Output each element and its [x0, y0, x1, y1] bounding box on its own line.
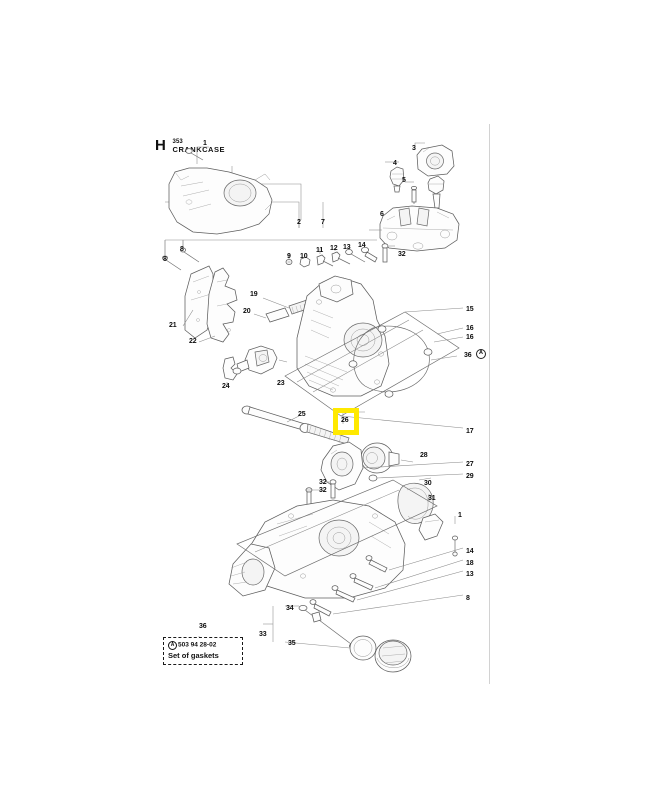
part-4-oil-pump-drive [389, 166, 405, 193]
callout-33: 33 [259, 631, 267, 638]
callout-17: 17 [466, 428, 474, 435]
callout-36-b: 36 [199, 623, 207, 630]
callout-1: 1 [203, 140, 207, 147]
callout-2: 2 [297, 219, 301, 226]
hardware-lower-right [309, 547, 464, 617]
part-2-upper-crankcase [296, 275, 390, 397]
diagram-header: H 353 CRANKCASE [155, 138, 225, 154]
callout-22: 22 [189, 338, 197, 345]
part-1-screw-lower [452, 516, 458, 557]
callout-36-a: 36 [464, 352, 472, 359]
callout-20: 20 [243, 308, 251, 315]
leader-lines-oilpump [369, 142, 425, 231]
callout-13: 13 [343, 244, 351, 251]
callout-12: 12 [330, 245, 338, 252]
callout-26: 26 [341, 417, 349, 424]
section-title: CRANKCASE [172, 144, 225, 154]
callout-11: 11 [316, 247, 324, 254]
part-35-o-ring [284, 635, 377, 661]
callout-15: 15 [466, 306, 474, 313]
callout-8-a: 8 [180, 246, 184, 253]
callout-9: 9 [287, 253, 291, 260]
part-3-oil-pump-cover [416, 144, 455, 177]
callout-19: 19 [250, 291, 258, 298]
callout-3: 3 [412, 145, 416, 152]
callout-5: 5 [402, 177, 406, 184]
callout-28: 28 [420, 452, 428, 459]
part-27-clutch-drum [320, 441, 464, 491]
callout-6: 6 [380, 211, 384, 218]
callout-16-a: 16 [466, 325, 474, 332]
callout-8-c: 8 [466, 595, 470, 602]
callout-8-b: 8 [163, 256, 167, 263]
callout-10: 10 [300, 253, 308, 260]
gasket-marker-a-legend: A [168, 641, 177, 650]
model-number: 353 [172, 139, 183, 145]
callout-7: 7 [321, 219, 325, 226]
part-20-plate [253, 307, 290, 323]
callout-32-c: 32 [319, 487, 327, 494]
hardware-row-upper [285, 243, 395, 268]
part-35b-fuel-cap [374, 639, 412, 673]
part-23-oil-pump-assembly [232, 345, 288, 375]
legend-code-text: 503 94 28-02 [178, 641, 217, 649]
callout-31: 31 [428, 495, 436, 502]
part-5-screw [411, 186, 417, 204]
part-31-brake-spring [418, 494, 444, 541]
part-25-shaft [241, 405, 306, 431]
legend-description: Set of gaskets [168, 651, 219, 660]
part-1-cylinder-cover [168, 148, 273, 235]
callout-29: 29 [466, 473, 474, 480]
callout-25: 25 [298, 411, 306, 418]
part-30-brake-band [397, 477, 434, 524]
gasket-plane [284, 307, 464, 417]
callout-1-b: 1 [458, 512, 462, 519]
callout-32-a: 32 [398, 251, 406, 258]
callout-21: 21 [169, 322, 177, 329]
callout-27: 27 [466, 461, 474, 468]
page-border-right [489, 124, 490, 684]
gasket-marker-a-diagram: A [476, 349, 486, 359]
callout-23: 23 [277, 380, 285, 387]
section-letter: H [155, 137, 166, 154]
leader-lines-3335 [263, 606, 274, 642]
exploded-parts-drawing [162, 142, 464, 673]
part-8-screws-left [162, 240, 200, 271]
part-29-washer [368, 473, 464, 482]
callout-4: 4 [393, 160, 397, 167]
part-4b-oil-pump-gear [427, 175, 445, 209]
leader-lines-21-22 [182, 309, 216, 343]
callout-35: 35 [288, 640, 296, 647]
lower-crankcase-half [228, 479, 438, 599]
callout-34: 34 [286, 605, 294, 612]
callout-14-b: 14 [466, 548, 474, 555]
part-21-brake-cover [184, 265, 214, 339]
highlight-box-part-26[interactable] [333, 408, 359, 435]
part-6-oil-tank-housing [379, 205, 460, 252]
callout-14: 14 [358, 242, 366, 249]
callout-30: 30 [424, 480, 432, 487]
callout-32-b: 32 [319, 479, 327, 486]
callout-18: 18 [466, 560, 474, 567]
callout-13-b: 13 [466, 571, 474, 578]
part-28-clutch [360, 442, 414, 474]
part-22-brake-lever [206, 267, 238, 343]
callout-24: 24 [222, 383, 230, 390]
callout-16-b: 16 [466, 334, 474, 341]
